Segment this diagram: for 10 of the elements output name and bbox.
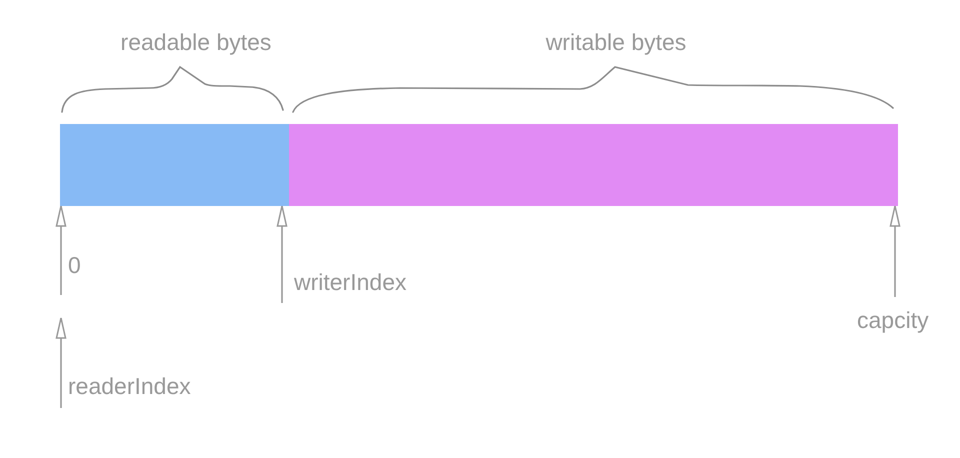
pointer-arrow <box>56 205 66 295</box>
pointer-label: readerIndex <box>68 373 191 399</box>
pointer-label: 0 <box>68 252 81 278</box>
pointer-label: capcity <box>857 307 929 333</box>
pointer-arrow <box>890 205 900 297</box>
segment-label: writable bytes <box>546 29 686 55</box>
segment-label: readable bytes <box>120 29 272 55</box>
pointer-arrow <box>276 205 288 303</box>
pointer-label: writerIndex <box>294 269 406 295</box>
pointer-arrow <box>56 317 66 408</box>
